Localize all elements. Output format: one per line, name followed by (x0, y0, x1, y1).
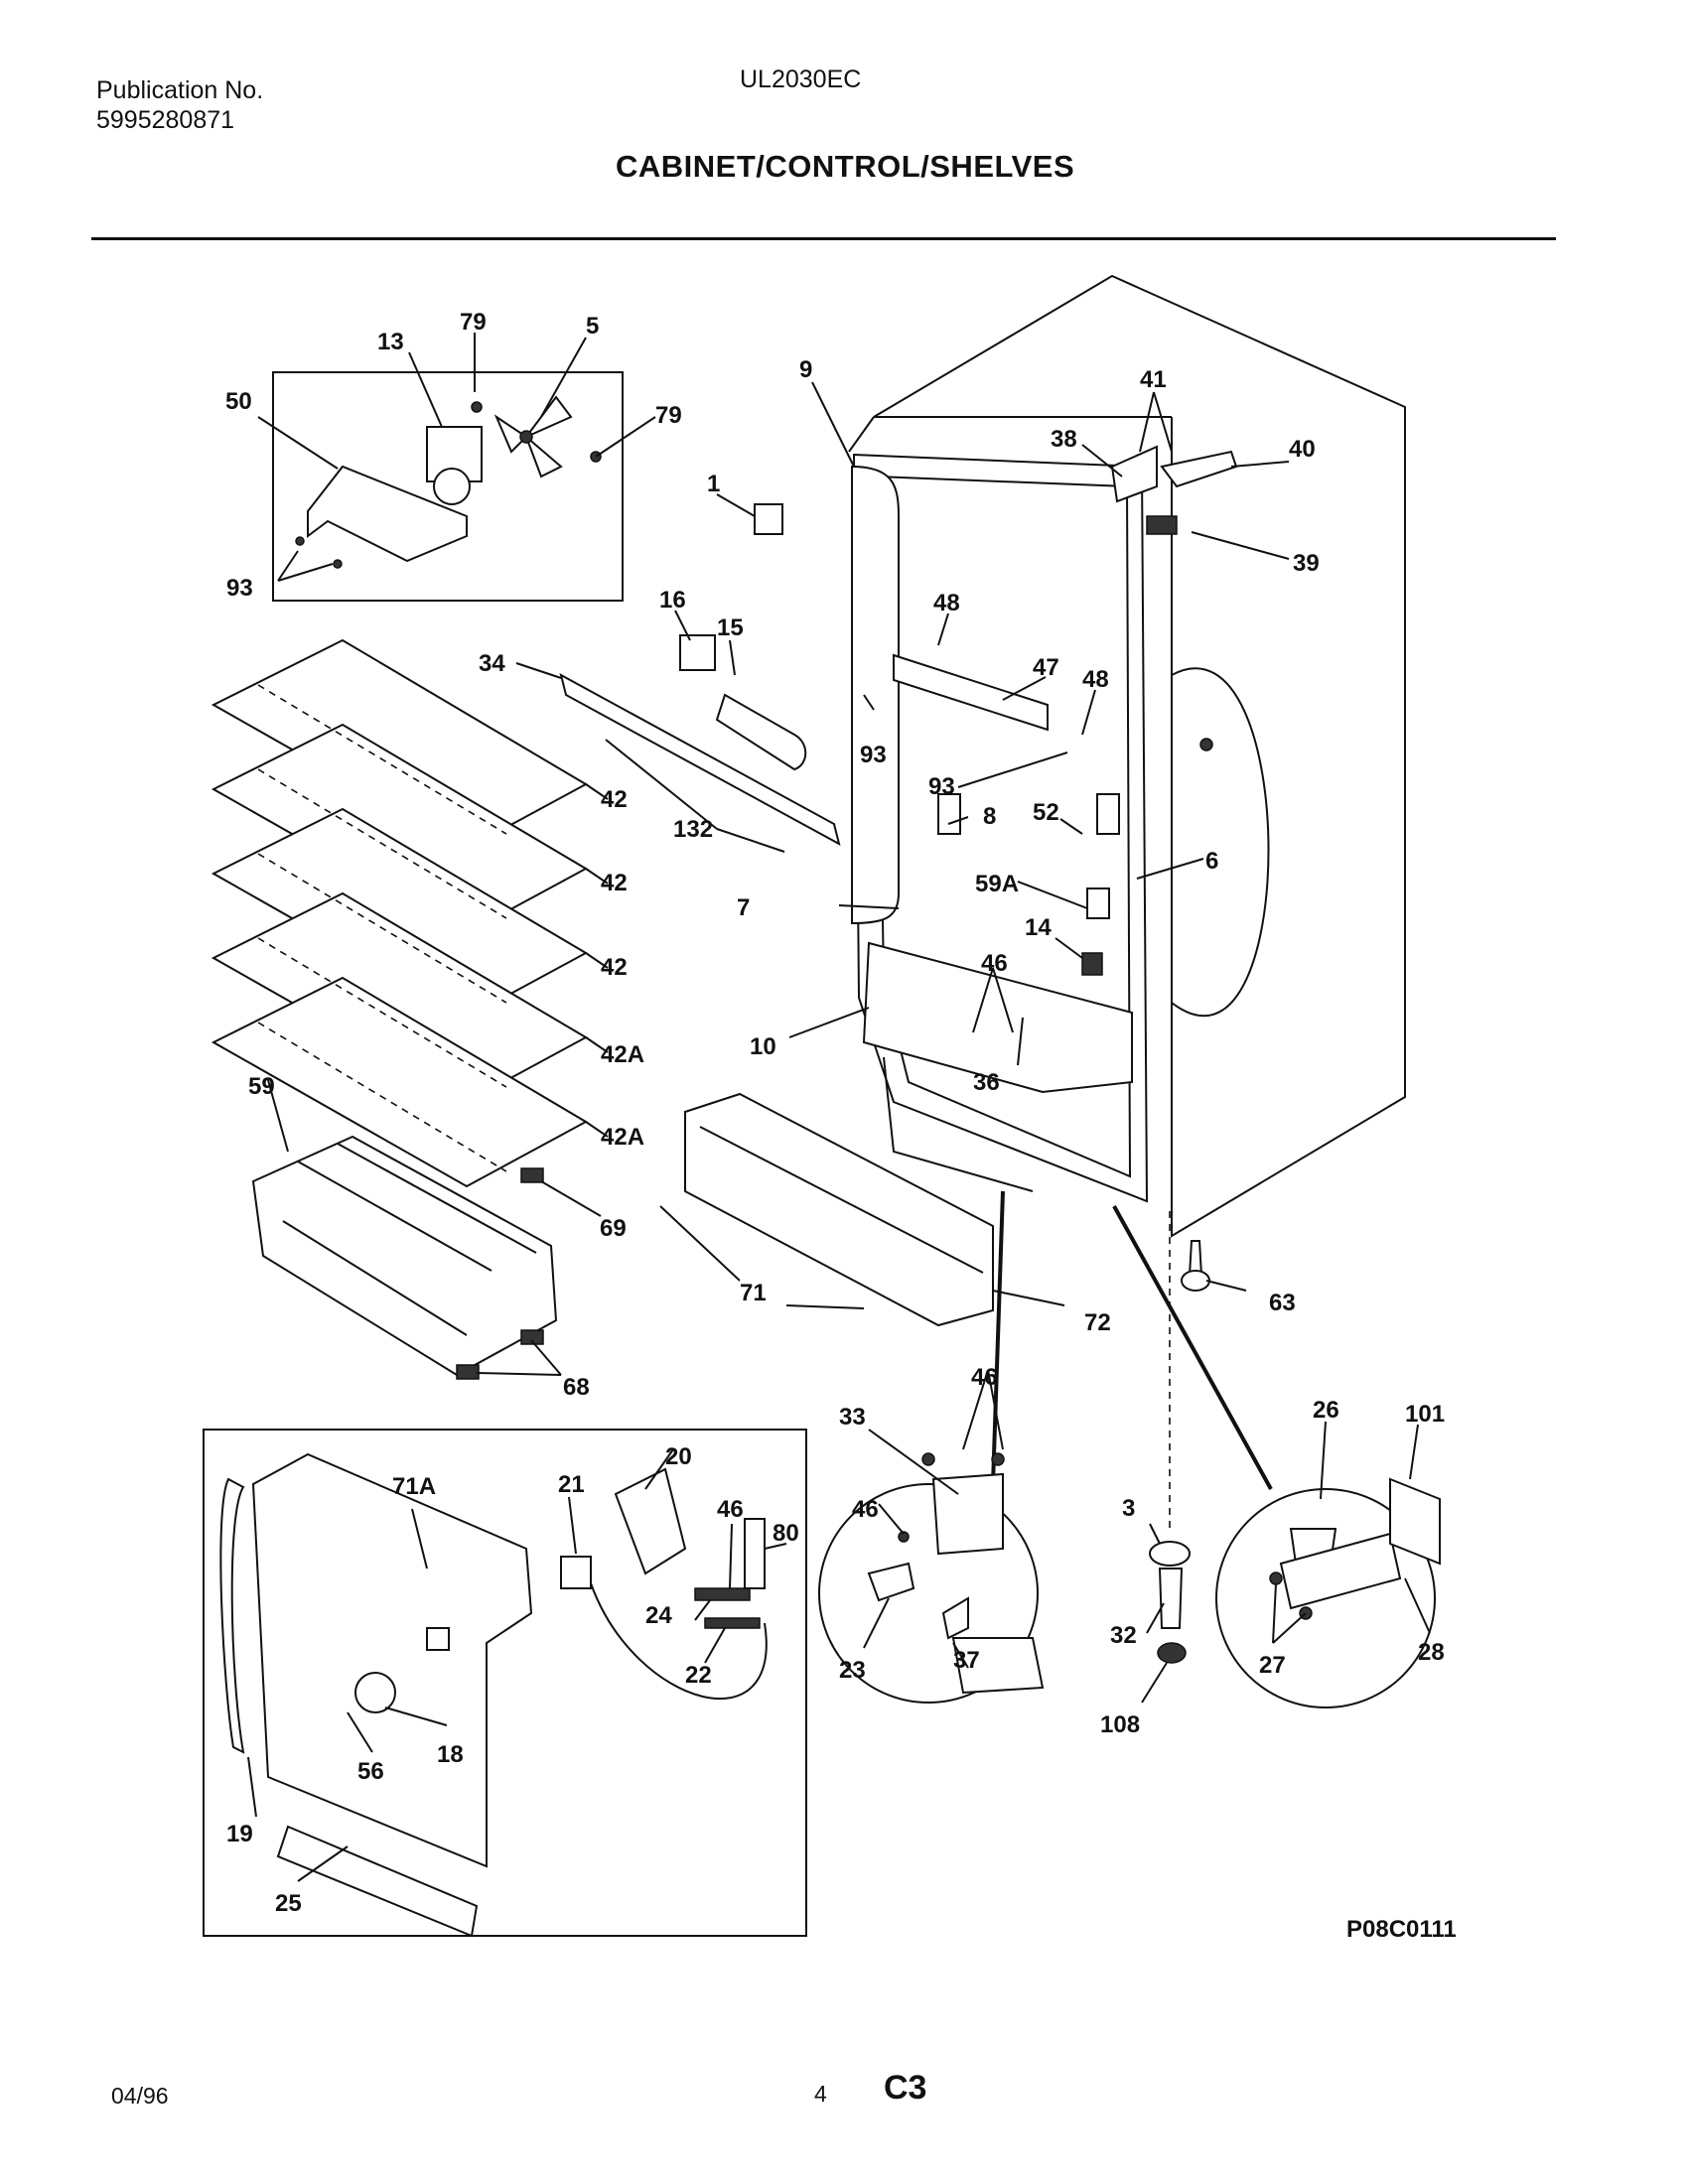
callout-93: 93 (928, 773, 955, 800)
callout-13: 13 (377, 329, 404, 355)
toe-grille (684, 1092, 994, 1327)
page-number: 4 (814, 2081, 827, 2107)
callout-101: 101 (1405, 1401, 1445, 1428)
light-assembly (559, 503, 841, 846)
callout-8: 8 (983, 803, 996, 830)
callout-42: 42 (601, 870, 628, 896)
callout-108: 108 (1100, 1711, 1140, 1738)
callout-46: 46 (971, 1364, 998, 1391)
header-divider (91, 237, 1556, 240)
publication-label: Publication No. (96, 76, 264, 104)
light-shield (614, 1467, 687, 1575)
callout-26: 26 (1313, 1397, 1339, 1424)
callout-59A: 59A (975, 871, 1019, 897)
hinge-detail (1112, 1205, 1441, 1708)
callout-22: 22 (685, 1662, 712, 1689)
callout-132: 132 (673, 816, 713, 843)
publication-number: 5995280871 (96, 106, 235, 134)
callout-42: 42 (601, 786, 628, 813)
wire-basket (251, 1135, 558, 1377)
callout-59: 59 (248, 1073, 275, 1100)
callout-39: 39 (1293, 550, 1320, 577)
control-inset (203, 1429, 807, 1938)
fan-blade (493, 395, 573, 478)
callout-50: 50 (225, 388, 252, 415)
callout-21: 21 (558, 1471, 585, 1498)
publication-date: 04/96 (111, 2083, 169, 2109)
callout-79: 79 (655, 402, 682, 429)
door-liner-edge (851, 465, 900, 925)
publication-block: Publication No. 5995280871 (96, 75, 263, 135)
callout-48: 48 (933, 590, 960, 616)
shelf-rail (893, 653, 1049, 732)
callout-42A: 42A (601, 1124, 644, 1151)
leader-lines (247, 333, 1431, 1882)
top-hinge (1110, 445, 1158, 503)
callout-46: 46 (981, 950, 1008, 977)
callout-6: 6 (1205, 848, 1218, 875)
model-number: UL2030EC (740, 66, 862, 93)
control-panel (251, 1452, 533, 1868)
callout-46: 46 (717, 1496, 744, 1523)
callout-18: 18 (437, 1741, 464, 1768)
callout-71: 71 (740, 1280, 767, 1306)
callout-68: 68 (563, 1374, 590, 1401)
fan-inset (272, 371, 624, 602)
callout-28: 28 (1418, 1639, 1445, 1666)
wire-shelves (211, 638, 589, 1380)
section-code: C3 (884, 2069, 927, 2107)
callout-34: 34 (479, 650, 505, 677)
callout-14: 14 (1025, 914, 1052, 941)
callout-80: 80 (773, 1520, 799, 1547)
callout-69: 69 (600, 1215, 627, 1242)
bottom-tray (862, 941, 1133, 1094)
callout-52: 52 (1033, 799, 1059, 826)
callout-25: 25 (275, 1890, 302, 1917)
divider-bar (559, 673, 841, 846)
switch-detail (818, 1190, 1045, 1704)
callout-72: 72 (1084, 1309, 1111, 1336)
fan-bracket (307, 465, 468, 563)
callout-79: 79 (460, 309, 487, 336)
callout-24: 24 (645, 1602, 672, 1629)
callout-27: 27 (1259, 1652, 1286, 1679)
callout-36: 36 (973, 1069, 1000, 1096)
callout-3: 3 (1122, 1495, 1135, 1522)
callout-56: 56 (357, 1758, 384, 1785)
callout-63: 63 (1269, 1290, 1296, 1316)
callout-32: 32 (1110, 1622, 1137, 1649)
page-title: CABINET/CONTROL/SHELVES (616, 149, 1075, 184)
callout-23: 23 (839, 1657, 866, 1684)
callout-42A: 42A (601, 1041, 644, 1068)
callout-40: 40 (1289, 436, 1316, 463)
leveling-leg (1149, 1211, 1210, 1664)
callout-19: 19 (226, 1821, 253, 1847)
callout-9: 9 (799, 356, 812, 383)
callout-47: 47 (1033, 654, 1059, 681)
cabinet-body (848, 274, 1406, 1238)
callout-46: 46 (852, 1496, 879, 1523)
callout-42: 42 (601, 954, 628, 981)
callout-7: 7 (737, 894, 750, 921)
callout-38: 38 (1051, 426, 1077, 453)
callout-93: 93 (226, 575, 253, 602)
callout-33: 33 (839, 1404, 866, 1431)
callout-1: 1 (707, 471, 720, 497)
drawing-number: P08C0111 (1346, 1916, 1457, 1943)
callout-48: 48 (1082, 666, 1109, 693)
callout-16: 16 (659, 587, 686, 614)
callout-41: 41 (1140, 366, 1167, 393)
callout-71A: 71A (392, 1473, 436, 1500)
callout-20: 20 (665, 1443, 692, 1470)
callout-10: 10 (750, 1033, 776, 1060)
callout-numbers: 13 79 5 50 79 93 9 41 38 40 39 1 16 15 4… (225, 309, 1445, 1917)
door-gasket (219, 1477, 245, 1754)
callout-93: 93 (860, 742, 887, 768)
callout-37: 37 (953, 1647, 980, 1674)
callout-5: 5 (586, 313, 599, 340)
thermostat-knob (354, 1672, 396, 1713)
callout-15: 15 (717, 614, 744, 641)
